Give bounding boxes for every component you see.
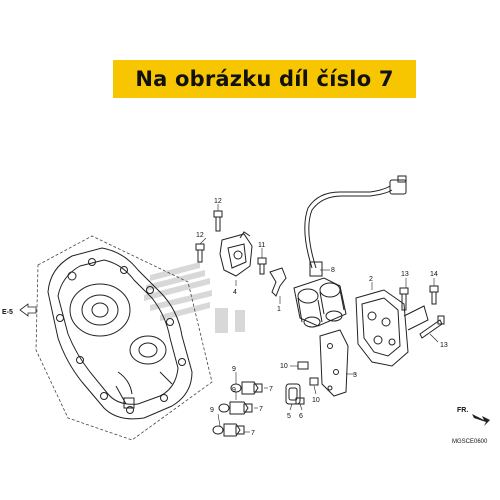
bolt-13-lower bbox=[419, 315, 445, 339]
bolt-10-upper bbox=[297, 361, 309, 370]
label-part-10-upper: 10 bbox=[280, 363, 288, 370]
solenoid-valve-assembly bbox=[293, 277, 347, 328]
label-part-5: 5 bbox=[287, 413, 291, 420]
label-part-7-lower: 7 bbox=[251, 430, 255, 437]
honda-watermark bbox=[144, 262, 245, 333]
label-part-2: 2 bbox=[369, 276, 373, 283]
wire-harness bbox=[304, 175, 407, 277]
bolt-14 bbox=[429, 285, 439, 305]
crankcase-cover bbox=[47, 247, 193, 420]
label-part-10-lower: 10 bbox=[312, 397, 320, 404]
bolt-11 bbox=[257, 257, 267, 275]
label-part-9-middle: 9 bbox=[232, 387, 236, 394]
front-direction: FR. bbox=[457, 407, 490, 426]
label-part-6: 6 bbox=[299, 413, 303, 420]
title-banner: Na obrázku díl číslo 7 bbox=[113, 60, 416, 98]
part-3-plate bbox=[319, 329, 349, 397]
label-part-11: 11 bbox=[258, 242, 265, 249]
e5-label: E-5 bbox=[2, 309, 13, 316]
label-part-7-middle: 7 bbox=[259, 406, 263, 413]
label-part-12-upper: 12 bbox=[214, 198, 222, 205]
part-4-bracket bbox=[219, 231, 253, 277]
label-part-13-lower: 13 bbox=[440, 342, 448, 349]
part-5-gasket bbox=[285, 383, 301, 405]
label-part-3: 3 bbox=[353, 372, 357, 379]
title-text: Na obrázku díl číslo 7 bbox=[135, 67, 394, 91]
leader-lines bbox=[199, 204, 439, 433]
label-part-4: 4 bbox=[233, 289, 237, 296]
diagram-code: MGSCE0600 bbox=[452, 439, 488, 445]
bolt-13-upper bbox=[399, 287, 409, 311]
label-part-9-lower: 9 bbox=[210, 407, 214, 414]
sensor-7-lower bbox=[212, 423, 245, 437]
e5-reference: E-5 bbox=[2, 303, 37, 317]
label-part-12-left: 12 bbox=[196, 232, 204, 239]
bolt-10-lower bbox=[309, 377, 319, 386]
fr-label: FR. bbox=[457, 407, 468, 414]
label-part-8: 8 bbox=[331, 267, 335, 274]
bolt-12-left bbox=[195, 243, 205, 263]
sensor-7-middle bbox=[218, 401, 253, 415]
label-part-7-upper: 7 bbox=[269, 386, 273, 393]
label-part-14: 14 bbox=[430, 271, 438, 278]
label-part-13-upper: 13 bbox=[401, 271, 409, 278]
part-1-clip bbox=[269, 267, 287, 297]
bolt-12-upper bbox=[213, 210, 223, 232]
label-part-1: 1 bbox=[277, 306, 281, 313]
label-part-9-upper: 9 bbox=[232, 366, 236, 373]
left-arrow-icon bbox=[19, 303, 37, 317]
front-arrow-icon bbox=[472, 414, 490, 426]
part-2-valve-body bbox=[355, 289, 429, 367]
